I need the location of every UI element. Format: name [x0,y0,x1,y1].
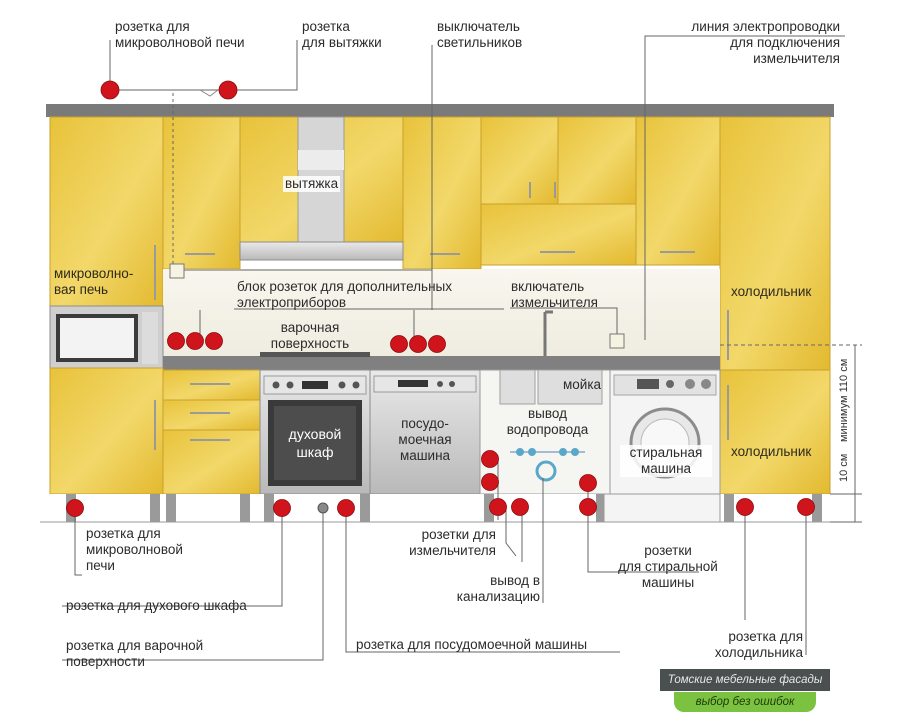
brand-badge-title: Томские мебельные фасады [660,669,830,691]
sockets [66,80,815,517]
light-switch-box [169,263,185,279]
socket-block-right-3 [428,335,446,353]
socket-cooktop [337,499,355,517]
socket-fridge-2 [797,498,815,516]
sewer-drain [317,502,329,514]
socket-oven [273,499,291,517]
socket-block-right-2 [409,335,427,353]
label-sink: мойка [563,377,602,392]
washing-machine-unit [609,369,721,514]
label-fridge-upper: холодильник [731,284,812,299]
top-cornice [46,104,834,117]
socket-fridge-1 [736,498,754,516]
socket-block-left-1 [167,332,185,350]
socket-microwave-top [100,80,120,100]
socket-grinder-4 [511,498,529,516]
socket-microwave-bottom [66,499,84,517]
sink-cabinet [479,310,611,495]
brand-badge-slogan: выбор без ошибок [674,692,816,712]
socket-washer-1 [579,474,597,492]
label-hood: вытяжка [283,176,341,192]
label-fridge-lower: холодильник [731,444,812,459]
socket-hood [218,80,238,100]
socket-grinder-1 [481,450,499,468]
label-microwave: микроволно-вая печь [54,266,134,297]
socket-block-left-3 [205,332,223,350]
upper-handles [154,182,729,360]
fridge-lower-door [719,369,831,495]
label-socket-oven: розетка для духового шкафа [66,598,247,613]
countertop [163,356,720,370]
upper-cabinets [49,116,831,371]
label-dim-10: 10 см [838,453,850,482]
grinder-switch-box [609,333,625,349]
socket-grinder-3 [489,498,507,516]
label-socket-dishwasher: розетка для посудомоечной машины [356,637,588,652]
socket-block-right-1 [390,335,408,353]
socket-washer-2 [579,498,597,516]
pointer-lines [62,35,862,661]
label-dim-110: минимум 110 см [838,358,850,442]
brand-badge: Томские мебельные фасады выбор без ошибо… [660,669,830,715]
microwave-unit [49,305,164,369]
socket-grinder-2 [481,473,499,491]
socket-block-left-2 [186,332,204,350]
